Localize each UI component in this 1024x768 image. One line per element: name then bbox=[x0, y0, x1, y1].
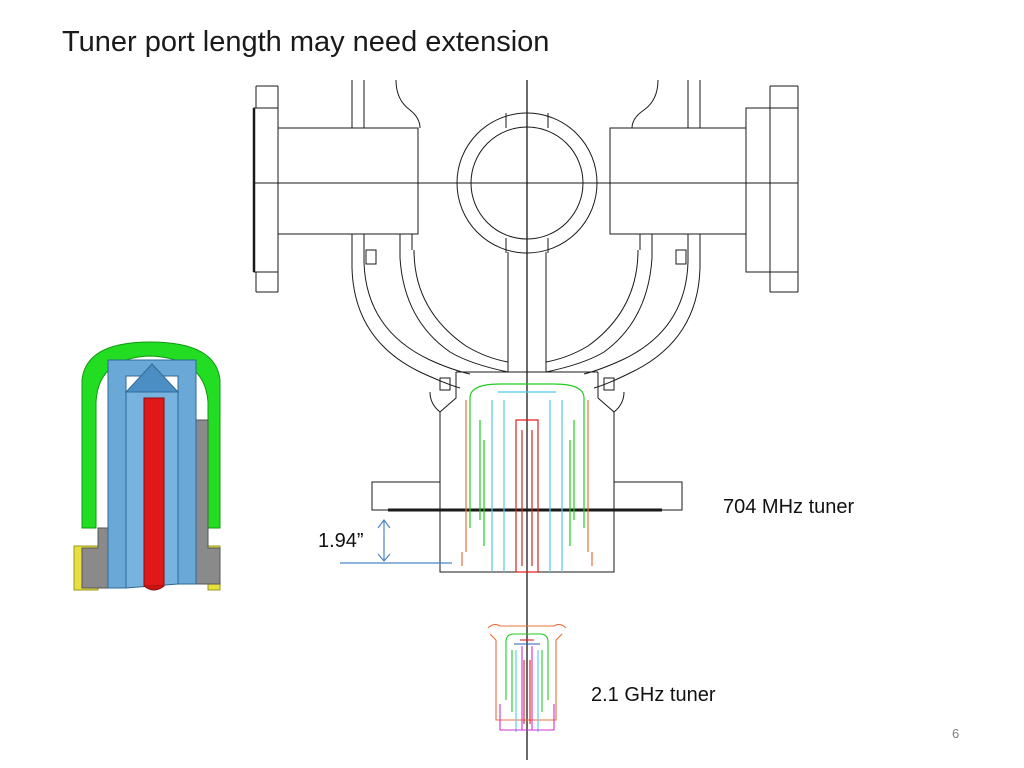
tuner-704-label: 704 MHz tuner bbox=[723, 496, 855, 518]
dimension-label: 1.94” bbox=[318, 530, 364, 552]
page-number: 6 bbox=[952, 726, 960, 741]
cavity-outline bbox=[252, 79, 799, 760]
dimension-marker bbox=[340, 519, 452, 564]
tuner-3d-model bbox=[73, 341, 221, 591]
slide-title: Tuner port length may need extension bbox=[62, 26, 550, 58]
model-red-rod bbox=[143, 397, 165, 587]
tuner-704-outline bbox=[461, 383, 593, 573]
tuner-2-1-ghz-drawing bbox=[487, 623, 567, 732]
tuner-2-1-ghz-label: 2.1 GHz tuner bbox=[591, 684, 716, 706]
